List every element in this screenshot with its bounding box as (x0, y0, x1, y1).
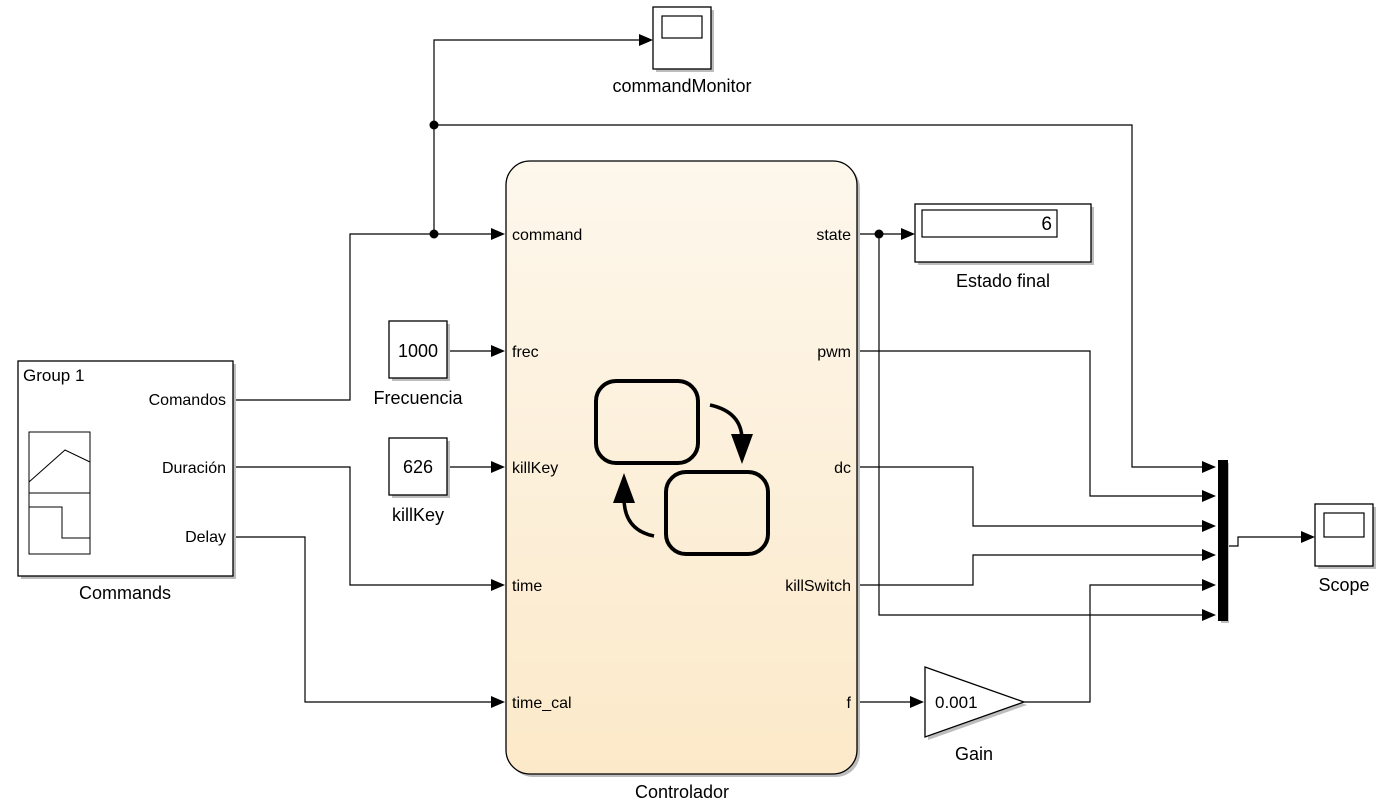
mux-block[interactable] (1218, 460, 1229, 623)
line-gain-to-mux[interactable] (1024, 584, 1202, 703)
display-window (921, 209, 1058, 238)
frecuencia-block[interactable]: 1000 Frecuencia (373, 320, 464, 408)
line-killswitch-to-mux[interactable] (857, 554, 1202, 586)
signal-builder-icon (28, 431, 91, 555)
command-monitor-block[interactable]: commandMonitor (612, 6, 752, 96)
arrowheads (491, 34, 1315, 708)
port-in-time-cal: time_cal (512, 695, 572, 712)
port-out-pwm: pwm (817, 344, 851, 361)
estado-final-value: 6 (1041, 214, 1052, 235)
line-mux-to-scope[interactable] (1229, 536, 1302, 547)
scope-block[interactable]: Scope (1314, 503, 1376, 595)
commands-label: Commands (79, 583, 171, 603)
line-branch-command-to-mux[interactable] (434, 124, 1202, 468)
junction-dots (429, 120, 884, 239)
port-out-state: state (816, 227, 851, 244)
stateflow-chart-icon (594, 379, 770, 556)
frecuencia-label: Frecuencia (373, 388, 463, 408)
port-out-f: f (847, 695, 852, 712)
commands-port-comandos: Comandos (149, 392, 226, 409)
command-monitor-label: commandMonitor (612, 76, 751, 96)
port-out-dc: dc (834, 460, 851, 477)
port-in-command: command (512, 227, 582, 244)
killkey-value: 626 (403, 457, 433, 477)
commands-port-duracion: Duración (162, 460, 226, 477)
commands-group-title: Group 1 (23, 366, 84, 385)
line-dc-to-mux[interactable] (857, 466, 1202, 527)
port-in-time: time (512, 578, 542, 595)
gain-label: Gain (955, 744, 993, 764)
signal-lines (233, 39, 1302, 703)
line-delay-to-timecal[interactable] (233, 536, 492, 703)
scope-screen-icon (1323, 512, 1365, 538)
controlador-label: Controlador (635, 782, 729, 802)
line-pwm-to-mux[interactable] (857, 350, 1202, 497)
port-out-killswitch: killSwitch (785, 578, 851, 595)
gain-value: 0.001 (935, 693, 978, 712)
estado-final-label: Estado final (956, 271, 1050, 291)
gain-block[interactable]: 0.001 Gain (924, 666, 1027, 764)
port-in-killkey: killKey (512, 460, 558, 477)
killkey-block[interactable]: 626 killKey (388, 437, 450, 525)
scope-label: Scope (1318, 575, 1369, 595)
estado-final-block[interactable]: 6 Estado final (914, 203, 1094, 291)
port-in-frec: frec (512, 344, 539, 361)
commands-port-delay: Delay (185, 529, 226, 546)
line-duracion-to-time[interactable] (233, 466, 492, 586)
scope-screen-icon (661, 15, 703, 39)
killkey-label: killKey (392, 505, 444, 525)
commands-block[interactable]: Group 1 Comandos Duración Delay Commands (17, 360, 236, 603)
frecuencia-value: 1000 (398, 341, 438, 361)
controlador-block[interactable]: command frec killKey time time_cal state… (505, 160, 860, 802)
line-branch-to-commandmonitor[interactable] (433, 39, 641, 234)
line-comandos-to-command[interactable] (233, 233, 492, 401)
line-state-to-mux[interactable] (878, 234, 1202, 616)
